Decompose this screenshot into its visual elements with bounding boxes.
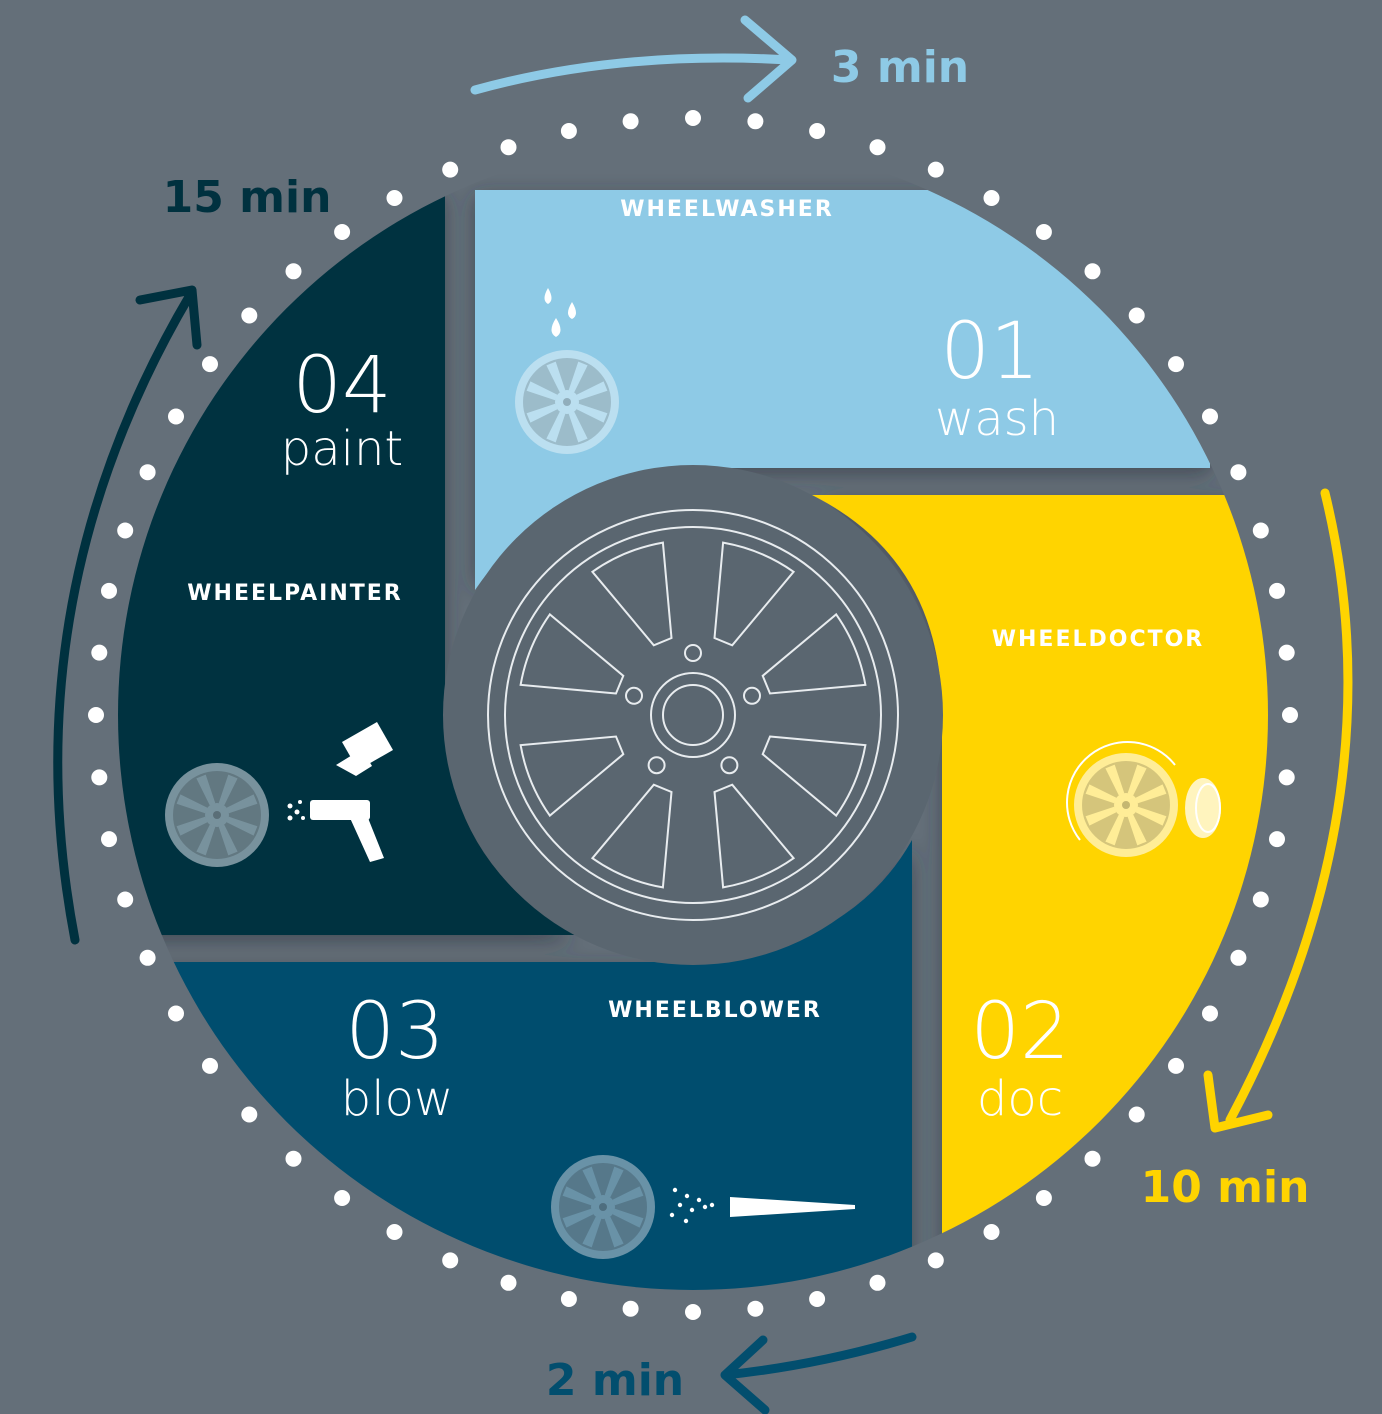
time-label-wash: 3 min — [831, 42, 969, 93]
ring-dot — [1252, 522, 1269, 539]
step-label-doc: doc — [977, 1071, 1063, 1127]
step-label-wash: wash — [935, 391, 1059, 447]
ring-dot — [1252, 891, 1269, 908]
ring-dot — [560, 1291, 577, 1307]
arrow-wash — [470, 15, 797, 103]
ring-dot — [1230, 949, 1247, 966]
ring-dot — [1084, 263, 1101, 280]
step-number-blow: 03 — [345, 987, 444, 1077]
ring-dot — [241, 307, 258, 324]
ring-dot — [622, 113, 639, 130]
ring-dot — [285, 263, 302, 280]
ring-dot — [91, 769, 108, 786]
ring-dot — [1269, 831, 1285, 848]
ring-dot — [101, 582, 117, 599]
ring-dot — [1278, 644, 1295, 661]
ring-dot — [983, 1224, 1000, 1240]
ring-dot — [1035, 1190, 1052, 1206]
ring-dot — [927, 1252, 944, 1269]
time-label-paint: 15 min — [163, 172, 332, 223]
ring-dot — [500, 1274, 517, 1291]
ring-dot — [386, 1224, 403, 1240]
ring-dot — [285, 1150, 302, 1167]
ring-dot — [983, 190, 1000, 206]
ring-dot — [88, 707, 104, 723]
step-number-doc: 02 — [970, 987, 1069, 1077]
alloy-wheel-icon — [487, 509, 899, 921]
ring-dot — [241, 1106, 258, 1123]
ring-dot — [1278, 769, 1295, 786]
ring-dot — [117, 891, 134, 908]
ring-dot — [747, 113, 764, 130]
ring-dot — [1202, 408, 1218, 425]
ring-dot — [560, 123, 577, 139]
center-hub — [443, 465, 943, 965]
ring-dot — [139, 949, 156, 966]
brand-wheelpainter: WHEELPAINTER — [187, 581, 402, 606]
ring-dot — [1128, 1106, 1145, 1123]
dotted-ring — [88, 110, 1298, 1320]
time-label-blow: 2 min — [546, 1355, 684, 1406]
ring-dot — [442, 161, 459, 178]
ring-dot — [1035, 224, 1052, 240]
ring-dot — [1084, 1150, 1101, 1167]
ring-dot — [685, 110, 701, 126]
ring-dot — [927, 161, 944, 178]
water-drops-wheel-icon — [515, 288, 619, 454]
ring-dot — [334, 1190, 351, 1206]
ring-dot — [809, 123, 826, 139]
step-label-paint: paint — [281, 421, 403, 477]
ring-dot — [442, 1252, 459, 1269]
step-number-paint: 04 — [292, 341, 391, 431]
ring-dot — [500, 139, 517, 156]
ring-dot — [622, 1300, 639, 1317]
arrow-paint — [53, 285, 202, 945]
ring-dot — [91, 644, 108, 661]
ring-dot — [1202, 1005, 1218, 1022]
spray-gun-wheel-icon — [165, 722, 393, 867]
brand-wheelwasher: WHEELWASHER — [620, 197, 834, 222]
ring-dot — [101, 831, 117, 848]
step-number-wash: 01 — [940, 307, 1039, 397]
ring-dot — [117, 522, 134, 539]
step-label-blow: blow — [341, 1071, 453, 1127]
arrow-blow — [720, 1332, 917, 1414]
ring-dot — [202, 1057, 218, 1074]
ring-dot — [139, 464, 156, 481]
ring-dot — [1269, 582, 1285, 599]
air-nozzle-wheel-icon — [551, 1155, 855, 1259]
arrow-doc — [1203, 488, 1353, 1133]
ring-dot — [1168, 356, 1184, 373]
rotating-wheel-tape-icon — [1066, 741, 1221, 857]
time-label-doc: 10 min — [1141, 1162, 1310, 1213]
ring-dot — [334, 224, 351, 240]
ring-dot — [869, 1274, 886, 1291]
segment-wash — [475, 190, 1210, 590]
ring-dot — [1230, 464, 1247, 481]
ring-dot — [202, 356, 218, 373]
ring-dot — [168, 1005, 184, 1022]
ring-dot — [869, 139, 886, 156]
ring-dot — [168, 408, 184, 425]
ring-dot — [747, 1300, 764, 1317]
ring-dot — [1282, 707, 1298, 723]
ring-dot — [685, 1304, 701, 1320]
ring-dot — [809, 1291, 826, 1307]
brand-wheelblower: WHEELBLOWER — [608, 998, 822, 1023]
brand-wheeldoctor: WHEELDOCTOR — [992, 627, 1205, 652]
ring-dot — [1128, 307, 1145, 324]
ring-dot — [386, 190, 403, 206]
ring-dot — [1168, 1057, 1184, 1074]
